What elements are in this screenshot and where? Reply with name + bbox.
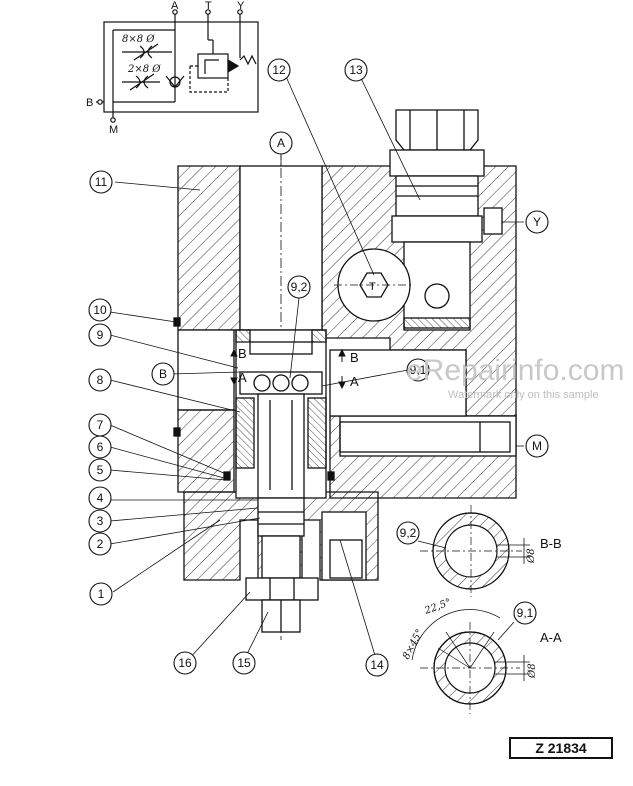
callout-circle-9-2-section xyxy=(396,521,420,545)
port-circle-b xyxy=(151,362,175,386)
port-m-label: M xyxy=(532,439,542,453)
port-circle-a xyxy=(269,131,293,155)
callout-16: 16 xyxy=(178,656,192,670)
drawing-reference-number: Z 21834 xyxy=(509,737,613,759)
callout-circle-8 xyxy=(88,368,112,392)
callout-9-2: 9,2 xyxy=(291,280,308,294)
callout-12: 12 xyxy=(272,63,286,77)
upper-block xyxy=(177,165,241,331)
port-y-label: Y xyxy=(533,215,541,229)
callout-9-1-section: 9,1 xyxy=(517,606,534,620)
section-b-b-dimension: Ø8 xyxy=(526,548,537,564)
schematic-port-t: T xyxy=(205,0,212,12)
watermark-text: eRepairinfo.com xyxy=(406,354,624,387)
callout-13: 13 xyxy=(349,63,363,77)
section-a-a-title: A-A xyxy=(540,630,562,645)
schematic-restrictor-2-label: 2×8 Ø xyxy=(127,64,161,75)
section-a-a-dimension: Ø8 xyxy=(527,663,538,679)
callout-9-1: 9,1 xyxy=(410,363,427,377)
callout-5: 5 xyxy=(97,463,104,477)
callout-circle-15 xyxy=(232,651,256,675)
callout-6: 6 xyxy=(97,440,104,454)
port-t-mark: T xyxy=(369,281,376,293)
callout-circle-6 xyxy=(88,435,112,459)
section-b-b xyxy=(417,505,530,597)
port-a-label: A xyxy=(277,136,285,150)
callout-circle-9-1 xyxy=(406,358,430,382)
leader-lines xyxy=(109,71,421,663)
callout-circle-16 xyxy=(173,651,197,675)
callout-3: 3 xyxy=(97,514,104,528)
callout-8: 8 xyxy=(97,373,104,387)
schematic-port-b: B xyxy=(86,97,93,109)
callout-11: 11 xyxy=(95,175,108,189)
callout-circle-11 xyxy=(89,170,113,194)
section-cut-marks xyxy=(230,348,346,390)
port-circle-m xyxy=(525,434,549,458)
port-circle-y xyxy=(525,210,549,234)
port-b-label: B xyxy=(159,367,167,381)
callout-circle-14 xyxy=(365,653,389,677)
schematic-restrictor-1-label: 8×8 Ø xyxy=(122,34,155,45)
callout-circle-12 xyxy=(267,58,291,82)
watermark-subtext: Watermark only on this sample xyxy=(448,389,599,401)
schematic-port-m: M xyxy=(109,124,118,136)
callout-7: 7 xyxy=(97,418,104,432)
callout-circle-10 xyxy=(88,298,112,322)
section-mark-a-right: A xyxy=(350,374,359,389)
callout-15: 15 xyxy=(237,656,251,670)
section-mark-a-left: A xyxy=(238,370,247,385)
callout-14: 14 xyxy=(370,658,384,672)
callout-2: 2 xyxy=(97,537,104,551)
callout-circle-9 xyxy=(88,323,112,347)
hydraulic-schematic xyxy=(96,9,259,123)
valve-body-section xyxy=(173,109,524,640)
callout-circle-9-1-section xyxy=(513,601,537,625)
callout-circle-4 xyxy=(88,486,112,510)
schematic-port-y: Y xyxy=(237,0,245,12)
port-markers xyxy=(151,131,549,458)
callout-1: 1 xyxy=(98,587,105,601)
section-a-a xyxy=(411,609,530,714)
callout-4: 4 xyxy=(97,491,104,505)
schematic-port-a: A xyxy=(171,0,179,12)
callout-9: 9 xyxy=(97,328,104,342)
section-mark-b-right: B xyxy=(350,350,359,365)
callout-10: 10 xyxy=(93,303,107,317)
callout-circle-5 xyxy=(88,458,112,482)
callout-markers xyxy=(88,58,537,677)
callout-circle-2 xyxy=(88,532,112,556)
callout-circle-13 xyxy=(344,58,368,82)
schematic-frame xyxy=(103,21,259,113)
section-mark-b-left: B xyxy=(238,346,247,361)
callout-circle-1 xyxy=(89,582,113,606)
section-a-a-angle-2: 8×45° xyxy=(401,628,426,662)
callout-circle-3 xyxy=(88,509,112,533)
callout-9-2-section: 9,2 xyxy=(400,526,417,540)
callout-circle-9-2 xyxy=(287,275,311,299)
section-b-b-title: B-B xyxy=(540,536,562,551)
